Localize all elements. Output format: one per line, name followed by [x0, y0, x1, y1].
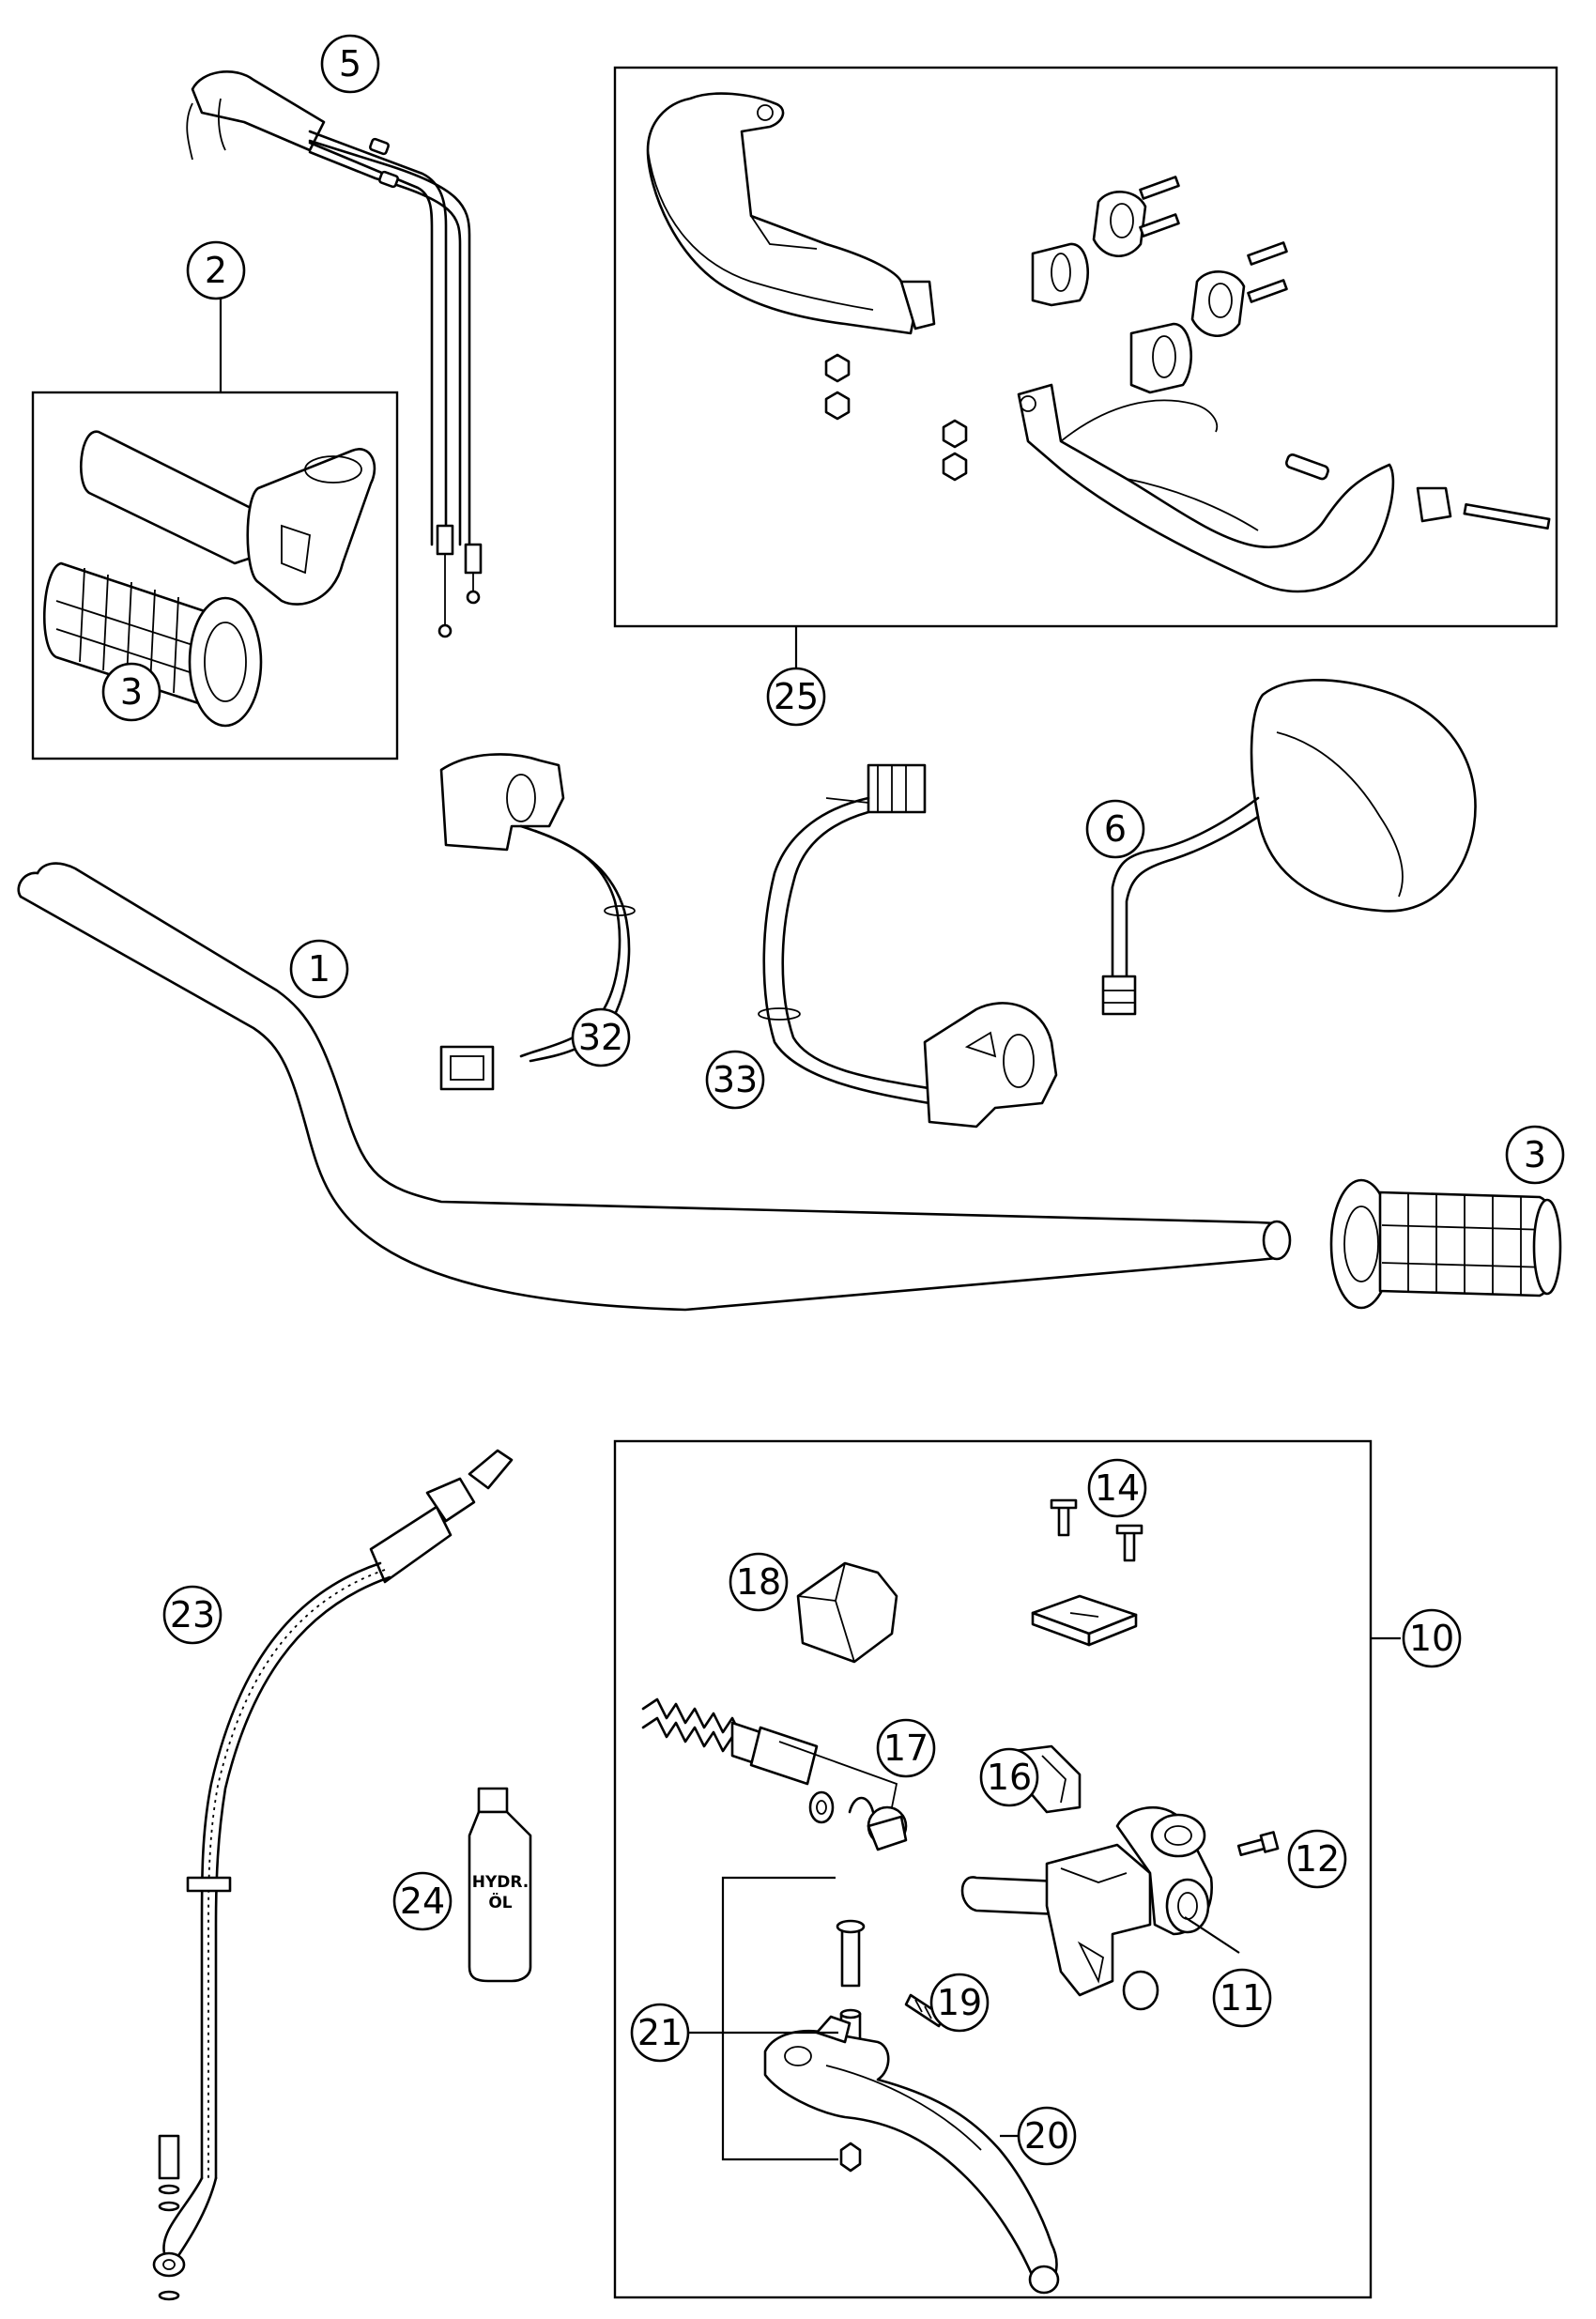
lever-pin-bracket	[796, 1561, 898, 1664]
callout-24: 24	[392, 1871, 453, 1931]
svg-text:23: 23	[170, 1594, 215, 1636]
callout-5: 5	[320, 34, 380, 94]
handguard-left	[646, 92, 936, 335]
callout-3-left: 3	[101, 662, 161, 722]
svg-text:5: 5	[339, 43, 361, 84]
callout-18: 18	[729, 1552, 789, 1612]
svg-text:2: 2	[205, 250, 227, 291]
svg-text:32: 32	[578, 1017, 623, 1058]
svg-text:33: 33	[713, 1059, 758, 1100]
grip-right	[1329, 1178, 1562, 1310]
bottle-label-line1: HYDR.	[472, 1873, 529, 1892]
reservoir-cap	[1031, 1594, 1138, 1647]
handguard-right	[1017, 383, 1395, 593]
svg-text:25: 25	[774, 676, 819, 717]
svg-text:10: 10	[1409, 1618, 1454, 1659]
svg-text:14: 14	[1095, 1467, 1140, 1509]
svg-text:12: 12	[1295, 1838, 1340, 1880]
svg-text:19: 19	[937, 1982, 982, 2023]
handguard-nuts	[824, 353, 968, 482]
handguard-bolts	[1139, 176, 1551, 530]
svg-text:21: 21	[637, 2012, 683, 2053]
hydraulic-oil-bottle: HYDR. ÖL	[468, 1787, 532, 1983]
callout-11: 11	[1212, 1968, 1272, 2028]
callout-1: 1	[289, 939, 349, 999]
svg-text:17: 17	[883, 1728, 928, 1769]
callout-12: 12	[1287, 1829, 1347, 1889]
callout-21: 21	[630, 2003, 690, 2063]
throttle-housing	[79, 430, 376, 606]
callout-6: 6	[1085, 799, 1145, 859]
group-box-throttle	[31, 391, 399, 760]
callout-10: 10	[1402, 1608, 1462, 1668]
svg-text:1: 1	[308, 948, 330, 990]
piston-seals	[778, 1741, 908, 1851]
callout-17: 17	[876, 1718, 936, 1778]
piston-spring	[641, 1697, 819, 1786]
callout-23: 23	[162, 1585, 223, 1645]
master-cylinder	[960, 1805, 1213, 2011]
group-box-clutch-master-cylinder	[613, 1439, 1373, 2299]
bottle-label-line2: ÖL	[488, 1892, 512, 1912]
callout-14: 14	[1087, 1458, 1147, 1518]
master-cylinder-bolt	[1236, 1831, 1280, 1857]
svg-text:3: 3	[120, 671, 143, 713]
callout-25: 25	[766, 667, 826, 727]
callout-20: 20	[1017, 2106, 1077, 2166]
clutch-lever	[763, 2015, 1060, 2295]
svg-text:16: 16	[987, 1757, 1032, 1798]
svg-text:3: 3	[1524, 1134, 1546, 1175]
svg-text:24: 24	[400, 1881, 445, 1922]
callout-32: 32	[571, 1007, 631, 1067]
svg-text:18: 18	[736, 1561, 781, 1603]
handlebar	[17, 862, 1292, 1312]
callout-16: 16	[979, 1747, 1039, 1807]
reservoir-cap-screws	[1050, 1498, 1143, 1562]
callout-19: 19	[929, 1973, 990, 2033]
lever-pivot-bolt-bushing-nut	[836, 1919, 866, 2173]
throttle-cables	[186, 69, 483, 638]
group-box-handguards	[613, 66, 1558, 628]
mirror	[1101, 679, 1477, 1016]
svg-text:6: 6	[1104, 808, 1127, 850]
callout-3-right: 3	[1505, 1125, 1565, 1185]
kill-switch-right	[758, 763, 1058, 1129]
clutch-hose	[152, 1449, 514, 2301]
callout-33: 33	[705, 1050, 765, 1110]
handguard-clamps	[1031, 191, 1246, 394]
svg-text:20: 20	[1024, 2115, 1069, 2157]
grip-left	[42, 561, 263, 728]
svg-text:11: 11	[1220, 1977, 1265, 2019]
callout-2: 2	[186, 240, 246, 300]
